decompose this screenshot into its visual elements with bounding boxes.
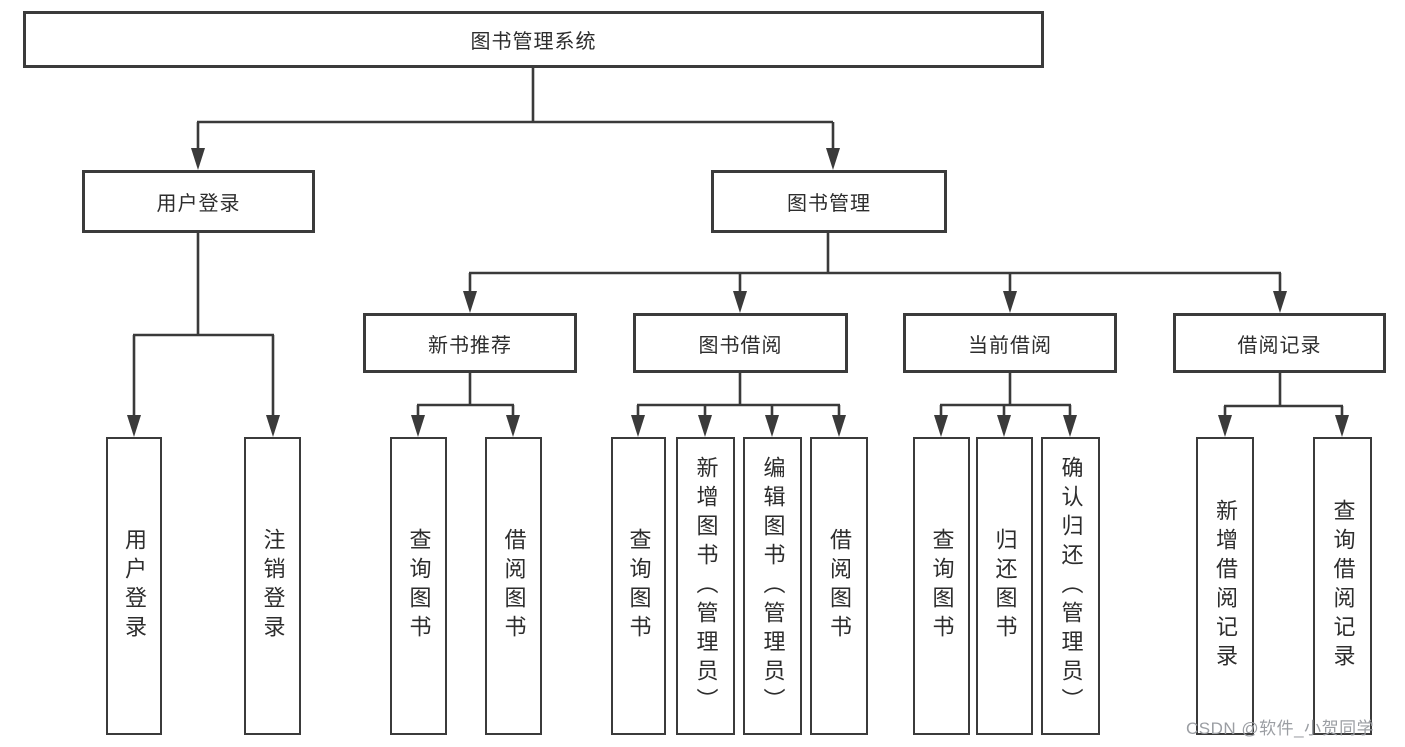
node-borrowing-records: 借阅记录: [1173, 313, 1386, 373]
leaf-label: 新增图书（管理员）: [693, 455, 719, 717]
node-label: 图书管理: [787, 193, 871, 215]
node-library-management-system: 图书管理系统: [23, 11, 1044, 68]
node-current-borrowing: 当前借阅: [903, 313, 1117, 373]
leaf-borrow-books: 借阅图书: [810, 437, 868, 735]
leaf-label: 查询图书: [929, 528, 955, 644]
node-label: 新书推荐: [428, 334, 512, 357]
leaf-logout-login: 注销登录: [244, 437, 301, 735]
leaf-label: 查询借阅记录: [1330, 499, 1356, 673]
leaf-query-books-borrow: 查询图书: [611, 437, 666, 735]
node-label: 当前借阅: [968, 334, 1052, 357]
node-label: 图书借阅: [698, 334, 783, 357]
leaf-user-login: 用户登录: [106, 437, 162, 735]
leaf-label: 借阅图书: [827, 528, 852, 644]
node-user-login: 用户登录: [82, 170, 315, 233]
csdn-watermark: CSDN @软件_小贺同学: [1186, 719, 1375, 738]
node-label: 借阅记录: [1237, 334, 1322, 357]
leaf-label: 查询图书: [406, 528, 432, 644]
leaf-query-books-recommend: 查询图书: [390, 437, 447, 735]
node-label: 用户登录: [156, 193, 241, 215]
leaf-label: 编辑图书（管理员）: [760, 455, 786, 717]
leaf-edit-books-admin: 编辑图书（管理员）: [743, 437, 802, 735]
leaaf-label: 确认归还（管理员）: [1058, 455, 1084, 717]
leaf-label: 用户登录: [122, 528, 147, 644]
leaf-query-borrow-record: 查询借阅记录: [1313, 437, 1372, 735]
leaf-add-books-admin: 新增图书（管理员）: [676, 437, 735, 735]
leaf-borrow-books-recommend: 借阅图书: [485, 437, 542, 735]
leaf-label: 借阅图书: [501, 528, 527, 644]
node-label: 图书管理系统: [470, 31, 597, 53]
leaf-confirm-return-admin: 确认归还（管理员）: [1041, 437, 1100, 735]
leaf-add-borrow-record: 新增借阅记录: [1196, 437, 1254, 735]
leaf-label: 新增借阅记录: [1213, 499, 1238, 673]
leaf-label: 注销登录: [260, 528, 286, 644]
node-new-book-recommendation: 新书推荐: [363, 313, 577, 373]
leaf-label: 查询图书: [626, 528, 652, 644]
node-book-management: 图书管理: [711, 170, 947, 233]
leaf-return-books: 归还图书: [976, 437, 1033, 735]
leaf-label: 归还图书: [992, 528, 1018, 644]
leaf-query-books-current: 查询图书: [913, 437, 970, 735]
node-book-borrowing: 图书借阅: [633, 313, 848, 373]
